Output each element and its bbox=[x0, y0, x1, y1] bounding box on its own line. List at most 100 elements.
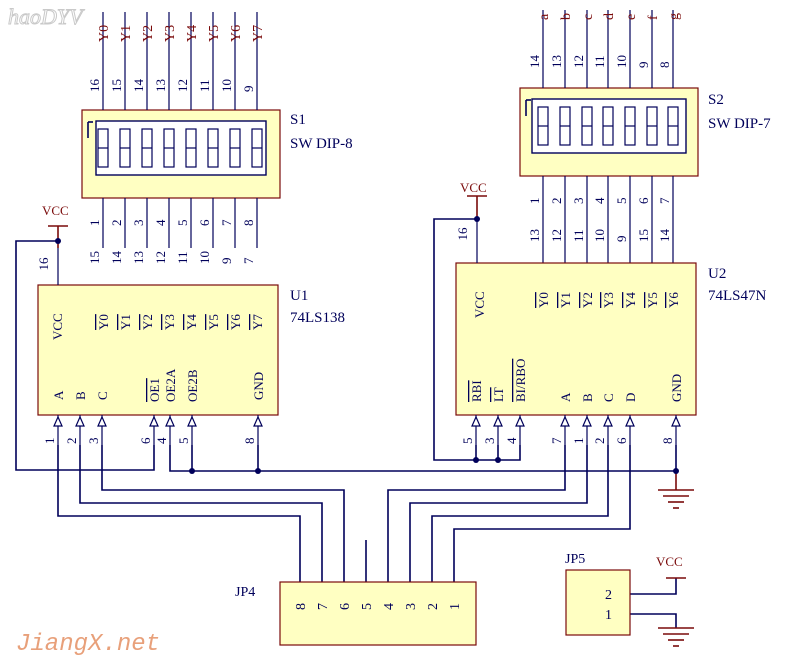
u2-output-label: Y2 bbox=[580, 292, 595, 308]
u1-input-pin-number: 6 bbox=[138, 437, 153, 444]
u1-output-label: Y1 bbox=[118, 314, 133, 330]
s2-top-pin-number: 11 bbox=[592, 55, 607, 68]
s1-bottom-pin-number: 2 bbox=[109, 220, 124, 227]
jp4-ref: JP4 bbox=[235, 585, 255, 600]
u2-vcc-label: VCC bbox=[472, 291, 487, 318]
u2-input-pin-number: 8 bbox=[660, 438, 675, 445]
jp4-pin-number: 6 bbox=[338, 603, 353, 610]
s1-bottom-pin-number: 1 bbox=[87, 220, 102, 227]
u2-input-label: LT bbox=[491, 387, 506, 402]
u1-input-label: A bbox=[51, 390, 66, 400]
u1-output-pin-number: 15 bbox=[87, 251, 102, 264]
u2-value: 74LS47N bbox=[708, 288, 767, 304]
jp4-pin-number: 3 bbox=[404, 603, 419, 610]
s2-top-pin-number: 10 bbox=[614, 55, 629, 68]
s2-net-label: g bbox=[667, 13, 682, 20]
s1-net-label: Y1 bbox=[119, 25, 134, 42]
vcc-symbol-u2: VCC bbox=[460, 180, 487, 222]
s2-bottom-pin-number: 3 bbox=[571, 198, 586, 205]
jp4-pin-number: 2 bbox=[426, 603, 441, 610]
s2-bottom-pin-number: 5 bbox=[614, 198, 629, 205]
s1-bottom-pin-number: 3 bbox=[131, 220, 146, 227]
u1-input-pin-number: 5 bbox=[176, 438, 191, 445]
u2-output-label: Y0 bbox=[536, 292, 551, 308]
u2-input-pin-number: 2 bbox=[592, 438, 607, 445]
u1-output-label: Y3 bbox=[162, 314, 177, 330]
u2-output-pin-number: 14 bbox=[657, 229, 672, 243]
u1-body bbox=[37, 284, 279, 416]
s1-net-label: Y0 bbox=[97, 25, 112, 42]
u1-input-label: OE1 bbox=[147, 378, 162, 402]
u2-output-pin-number: 11 bbox=[571, 229, 586, 242]
s2-top-pin-number: 8 bbox=[657, 62, 672, 69]
s2-net-label: c bbox=[581, 14, 596, 20]
u2-input-pin-number: 3 bbox=[482, 438, 497, 445]
s2-net-label: a bbox=[537, 13, 552, 20]
u1-output-pin-number: 9 bbox=[219, 258, 234, 265]
s2-bottom-pin-number: 1 bbox=[527, 198, 542, 205]
s2-top-pin-number: 14 bbox=[527, 55, 542, 69]
u2-input-pin-number: 4 bbox=[504, 437, 519, 444]
u1-output-label: Y4 bbox=[184, 314, 199, 330]
s1-net-label: Y4 bbox=[185, 25, 200, 42]
u1-input-pin-number: 2 bbox=[64, 438, 79, 445]
u2-input-label: A bbox=[558, 392, 573, 402]
s1-bottom-pin-number: 7 bbox=[219, 219, 234, 226]
watermark-top: haoDYV bbox=[8, 4, 85, 29]
s2-net-label: d bbox=[602, 13, 617, 20]
s1-top-pin-number: 12 bbox=[175, 79, 190, 92]
u1-output-pin-number: 14 bbox=[109, 251, 124, 265]
u1-output-label: Y5 bbox=[206, 314, 221, 330]
u2-output-label: Y5 bbox=[645, 292, 660, 308]
u1-output-pin-number: 10 bbox=[197, 251, 212, 264]
u1-input-pin-number: 8 bbox=[242, 438, 257, 445]
s1-net-label: Y2 bbox=[141, 25, 156, 42]
u2-output-pin-number: 12 bbox=[549, 229, 564, 242]
vcc-label-u1: VCC bbox=[42, 203, 69, 218]
s1-bottom-pin-number: 8 bbox=[241, 220, 256, 227]
jp5-pin-1: 1 bbox=[605, 608, 612, 623]
u1-output-pin-number: 13 bbox=[131, 251, 146, 264]
u2-output-label: Y3 bbox=[601, 292, 616, 308]
s1-net-label: Y7 bbox=[251, 25, 266, 42]
s2-top-pin-number: 12 bbox=[571, 55, 586, 68]
s1-net-label: Y6 bbox=[229, 25, 244, 42]
jp4-pin-number: 5 bbox=[360, 603, 375, 610]
watermark-bottom: JiangX.net bbox=[16, 631, 160, 658]
s2-ref: S2 bbox=[708, 92, 724, 108]
s1-top-pin-number: 15 bbox=[109, 79, 124, 92]
u2-vcc-pin: 16 bbox=[455, 227, 470, 241]
s1-bottom-pin-number: 4 bbox=[153, 219, 168, 226]
s2-net-label: e bbox=[624, 14, 639, 20]
u2-input-pin-number: 6 bbox=[614, 437, 629, 444]
vcc-symbol-u1: VCC bbox=[42, 203, 69, 248]
s1-top-pin-number: 11 bbox=[197, 79, 212, 92]
jp4-body bbox=[279, 581, 477, 646]
u1-input-pin-number: 1 bbox=[42, 438, 57, 445]
u2-input-label: D bbox=[623, 393, 638, 402]
jp5-body bbox=[565, 569, 631, 636]
u1-input-label: GND bbox=[251, 372, 266, 400]
u1-input-label: OE2A bbox=[163, 368, 178, 402]
jp4-pin-number: 7 bbox=[316, 603, 331, 610]
jp5-pin-2: 2 bbox=[605, 588, 612, 603]
u2-output-label: Y1 bbox=[558, 292, 573, 308]
u1-vcc-label: VCC bbox=[50, 313, 65, 340]
s1-net-label: Y3 bbox=[163, 25, 178, 42]
u1-output-label: Y0 bbox=[96, 314, 111, 330]
s2-net-label: f bbox=[646, 15, 661, 20]
u2-output-label: Y6 bbox=[666, 292, 681, 308]
u1-input-pin-number: 4 bbox=[154, 437, 169, 444]
u2-input-pin-number: 7 bbox=[549, 437, 564, 444]
vcc-label-u2: VCC bbox=[460, 180, 487, 195]
u1-input-pin-number: 3 bbox=[86, 438, 101, 445]
wires bbox=[15, 218, 679, 628]
u1-output-label: Y6 bbox=[228, 314, 243, 330]
u2-input-label: BI/RBO bbox=[513, 359, 528, 402]
u2-output-pin-number: 10 bbox=[592, 229, 607, 242]
jp4-pin-number: 1 bbox=[448, 603, 463, 610]
